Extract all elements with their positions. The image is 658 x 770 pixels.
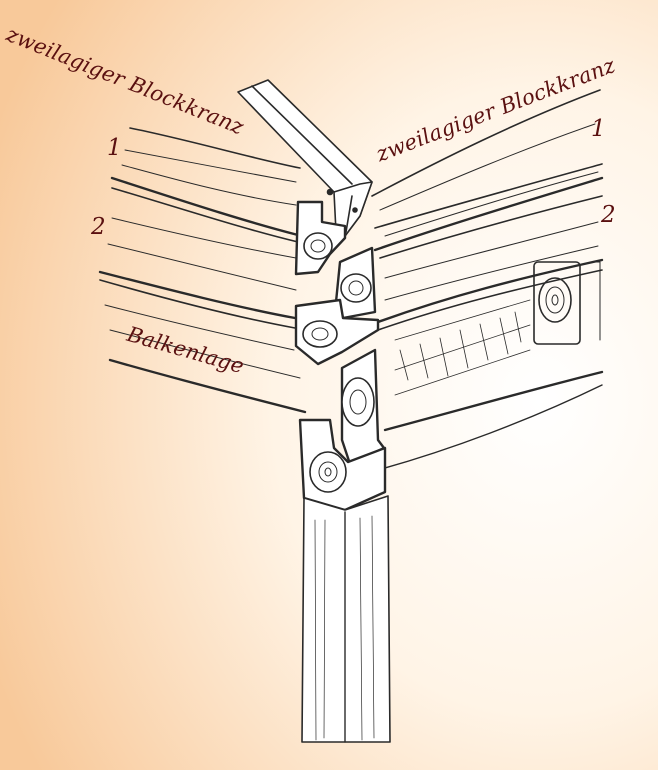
right-beam: [378, 261, 602, 470]
corner-notches: [296, 202, 385, 510]
corner-post: [302, 496, 390, 742]
label-right-layer-1: 1: [591, 116, 606, 142]
right-log-1: [372, 90, 602, 250]
sketch-lines: [100, 80, 602, 742]
right-log-2: [378, 196, 602, 322]
label-right-layer-2: 2: [601, 202, 616, 228]
left-log-2: [100, 188, 298, 318]
label-left-layer-1: 1: [107, 135, 122, 161]
label-left-layer-2: 2: [91, 214, 106, 240]
rafter: [238, 80, 372, 236]
left-beam: [100, 280, 305, 412]
left-log-1: [112, 128, 300, 235]
